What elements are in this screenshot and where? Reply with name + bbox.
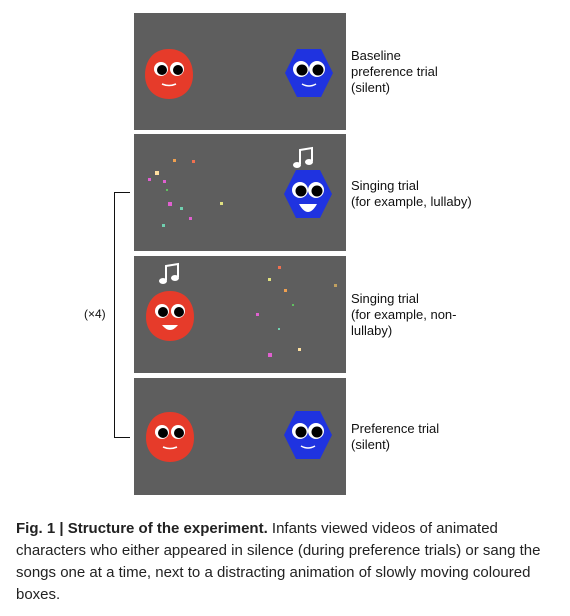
trial-panel-singing-non-lullaby [134, 256, 346, 373]
caption-title: Fig. 1 | Structure of the experiment. [16, 520, 268, 537]
trial-label-baseline: Baseline preference trial (silent) [351, 48, 438, 95]
blue-face-icon [284, 411, 332, 459]
panel-scene-baseline [145, 49, 333, 99]
repeat-label: (×4) [84, 307, 106, 321]
repeat-bracket [114, 192, 130, 438]
moving-boxes [256, 266, 337, 357]
trial-label-singing-lullaby: Singing trial (for example, lullaby) [351, 178, 472, 209]
panel-scene-singing-non-lullaby [146, 262, 337, 357]
panel-scene-singing-lullaby [148, 146, 332, 227]
trial-panel-baseline [134, 13, 346, 130]
red-face-icon [146, 412, 194, 462]
trial-panel-preference [134, 378, 346, 495]
blue-face-icon [285, 49, 333, 97]
moving-boxes [148, 159, 223, 227]
blue-face-icon [284, 170, 332, 218]
trial-label-singing-non-lullaby: Singing trial (for example, non- lullaby… [351, 291, 457, 338]
red-face-icon [145, 49, 193, 99]
panel-scene-preference [146, 411, 332, 462]
red-face-icon [146, 291, 194, 341]
music-note-icon [293, 146, 313, 168]
music-note-icon [159, 262, 179, 284]
caption-body: Infants viewed videos of animated charac… [16, 520, 541, 603]
figure-caption: Fig. 1 | Structure of the experiment. In… [16, 518, 560, 606]
trial-panel-singing-lullaby [134, 134, 346, 251]
trial-label-preference: Preference trial (silent) [351, 421, 440, 452]
